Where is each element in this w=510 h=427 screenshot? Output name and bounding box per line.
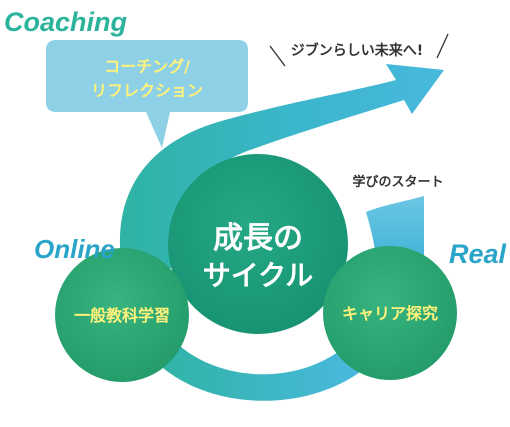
goal-text: ジブンらしい未来へ! [291,42,423,59]
callout-bubble [46,40,248,148]
center-title-line-1: 成長の [213,221,303,256]
coaching-label: Coaching [4,7,128,37]
left-circle [55,248,189,382]
callout-line-2: リフレクション [91,81,203,100]
right-circle [323,246,457,380]
cycle-rising-arrow [119,64,445,268]
goal-slash-right [436,33,449,59]
goal-slash-left [269,45,286,67]
right-circle-label: キャリア探究 [342,304,438,323]
online-label: Online [34,234,115,264]
center-circle [168,154,348,334]
start-block-shape [366,196,424,258]
cycle-bottom-arc [150,346,360,401]
callout-line-1: コーチング/ [104,57,190,76]
left-circle-label: 一般教科学習 [74,306,170,325]
real-label: Real [449,239,507,269]
start-text: 学びのスタート [352,174,443,190]
center-title-line-2: サイクル [203,259,314,292]
